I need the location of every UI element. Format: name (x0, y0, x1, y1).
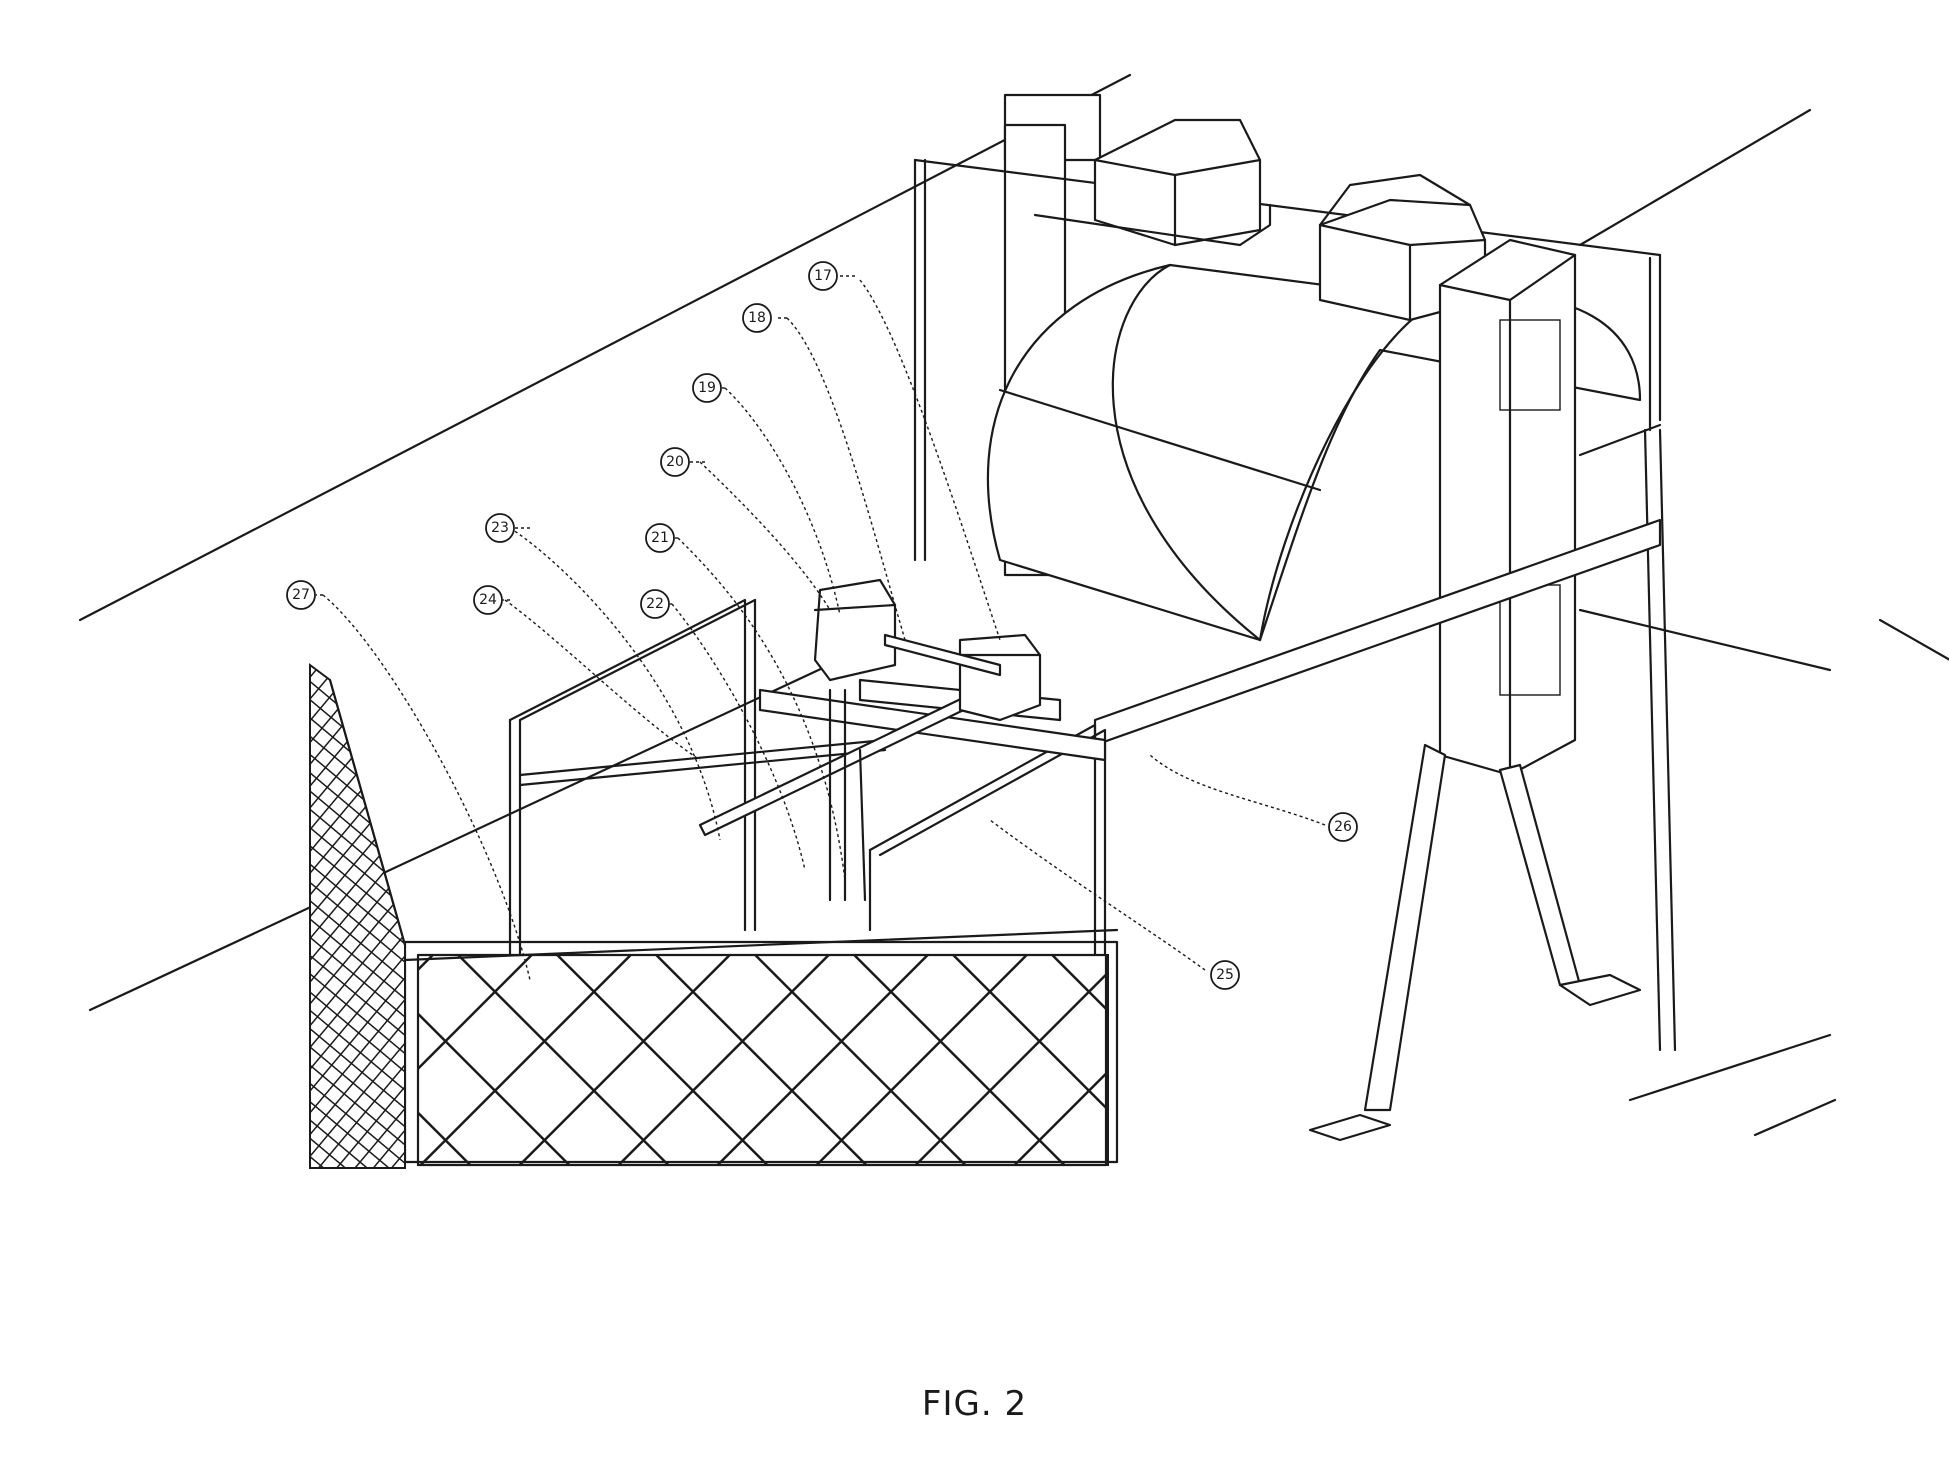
callout-20-label: 20 (666, 454, 684, 470)
callout-24-label: 24 (479, 592, 497, 608)
callout-27-label: 27 (292, 587, 310, 603)
callout-25: 25 (1211, 961, 1239, 989)
callout-23-label: 23 (491, 520, 509, 536)
callout-23: 23 (486, 514, 530, 542)
callout-18-label: 18 (748, 310, 766, 326)
callout-20: 20 (661, 448, 705, 476)
callout-17-label: 17 (814, 268, 832, 284)
callout-21: 21 (646, 524, 678, 552)
callout-27: 27 (287, 581, 323, 609)
callout-17: 17 (809, 262, 855, 290)
left-side-mesh-panel (310, 665, 405, 1168)
callout-24: 24 (474, 586, 510, 614)
rollers-and-gearboxes (700, 580, 1105, 900)
figure-caption: FIG. 2 (0, 1384, 1949, 1424)
callout-19: 19 (693, 374, 725, 402)
callout-19-label: 19 (698, 380, 716, 396)
callout-22-label: 22 (646, 596, 664, 612)
callout-25-label: 25 (1216, 967, 1234, 983)
front-mesh-gate (405, 930, 1117, 1165)
callout-22: 22 (641, 590, 672, 618)
callout-26: 26 (1329, 813, 1357, 841)
callout-18: 18 (743, 304, 787, 332)
callout-21-label: 21 (651, 530, 669, 546)
callout-26-label: 26 (1334, 819, 1352, 835)
